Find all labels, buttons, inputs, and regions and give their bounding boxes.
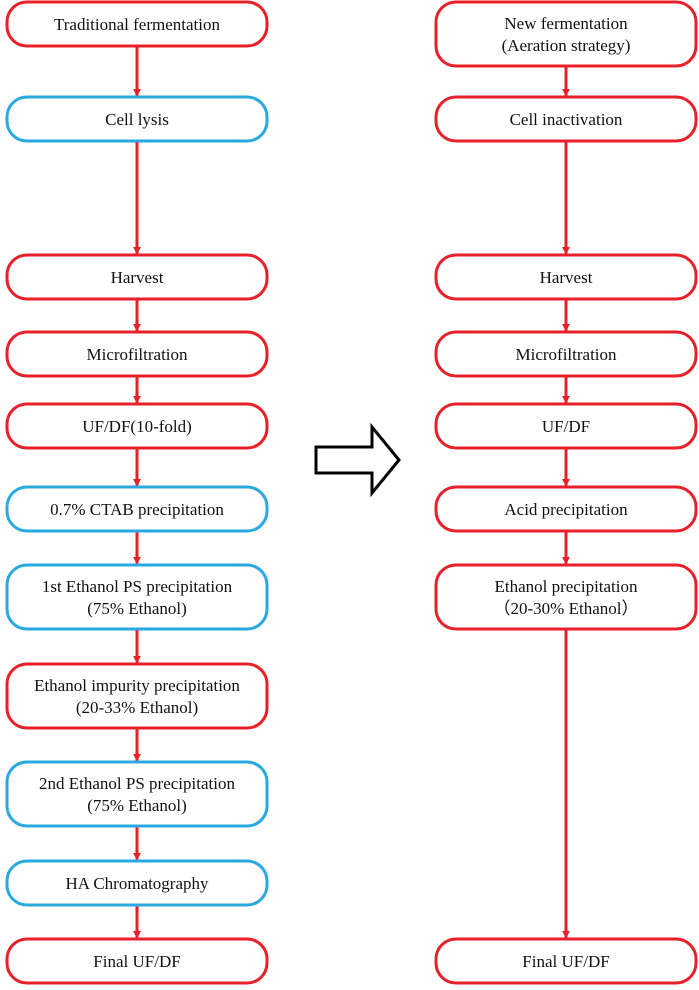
step-label: (Aeration strategy) [502, 36, 631, 55]
step-label: （20-30% Ethanol） [494, 599, 639, 618]
step-label: UF/DF(10-fold) [82, 417, 192, 436]
step-label: Microfiltration [86, 345, 188, 364]
step-box [434, 95, 698, 143]
step-label: HA Chromatography [65, 874, 209, 893]
right-step-8: Final UF/DF [434, 937, 698, 985]
step-label: (75% Ethanol) [87, 599, 187, 618]
left-step-3: Harvest [5, 253, 269, 301]
left-step-1: Traditional fermentation [5, 0, 269, 48]
step-box [5, 760, 269, 828]
step-label: UF/DF [542, 417, 590, 436]
step-box [434, 485, 698, 533]
step-box [434, 563, 698, 631]
step-box [5, 485, 269, 533]
left-step-5: UF/DF(10-fold) [5, 402, 269, 450]
step-label: Cell lysis [105, 110, 169, 129]
step-label: Cell inactivation [510, 110, 623, 129]
left-step-9: 2nd Ethanol PS precipitation (75% Ethanol… [5, 760, 269, 828]
connectors [133, 46, 570, 939]
step-box [5, 563, 269, 631]
step-box [434, 0, 698, 68]
step-label: 0.7% CTAB precipitation [50, 500, 224, 519]
step-box [434, 937, 698, 985]
left-step-6: 0.7% CTAB precipitation [5, 485, 269, 533]
right-step-5: UF/DF [434, 402, 698, 450]
step-label: New fermentation [504, 14, 628, 33]
step-label: (75% Ethanol) [87, 796, 187, 815]
right-step-1: New fermentation (Aeration strategy) [434, 0, 698, 68]
step-label: Harvest [540, 268, 593, 287]
right-step-4: Microfiltration [434, 330, 698, 378]
step-label: Microfiltration [515, 345, 617, 364]
step-box [5, 937, 269, 985]
step-label: Harvest [111, 268, 164, 287]
step-label: 2nd Ethanol PS precipitation [39, 774, 235, 793]
step-box [5, 859, 269, 907]
step-label: (20-33% Ethanol) [76, 698, 198, 717]
left-step-4: Microfiltration [5, 330, 269, 378]
step-label: Ethanol precipitation [494, 577, 638, 596]
step-box [5, 330, 269, 378]
step-box [5, 662, 269, 730]
step-box [434, 330, 698, 378]
step-label: Final UF/DF [93, 952, 180, 971]
right-step-7: Ethanol precipitation （20-30% Ethanol） [434, 563, 698, 631]
step-label: Traditional fermentation [54, 15, 221, 34]
step-label: 1st Ethanol PS precipitation [42, 577, 233, 596]
step-box [5, 402, 269, 450]
left-step-8: Ethanol impurity precipitation (20-33% Et… [5, 662, 269, 730]
step-label: Ethanol impurity precipitation [34, 676, 240, 695]
right-step-2: Cell inactivation [434, 95, 698, 143]
step-box [5, 95, 269, 143]
left-step-7: 1st Ethanol PS precipitation (75% Ethanol… [5, 563, 269, 631]
step-box [434, 402, 698, 450]
transition-arrow-icon [314, 422, 401, 498]
step-label: Acid precipitation [504, 500, 628, 519]
step-box [5, 253, 269, 301]
left-step-2: Cell lysis [5, 95, 269, 143]
left-step-10: HA Chromatography [5, 859, 269, 907]
right-step-6: Acid precipitation [434, 485, 698, 533]
step-box [434, 253, 698, 301]
step-label: Final UF/DF [522, 952, 609, 971]
right-step-3: Harvest [434, 253, 698, 301]
left-step-11: Final UF/DF [5, 937, 269, 985]
step-box [5, 0, 269, 48]
